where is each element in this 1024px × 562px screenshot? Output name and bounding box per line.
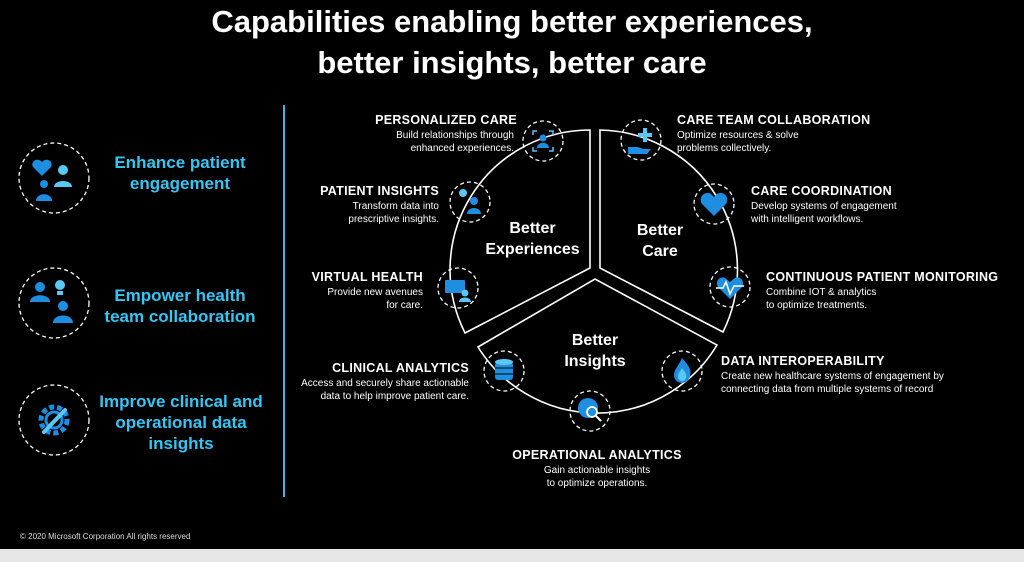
sector-label-line: Experiences: [485, 241, 580, 258]
hand-plus-icon: [620, 119, 662, 161]
personalized-care-title: PERSONALIZED CARE: [375, 113, 517, 127]
section-divider: [283, 105, 285, 497]
left-item-enhance-engagement: Enhance patient engagement: [100, 152, 260, 194]
lightbulb-person-icon: [449, 181, 491, 223]
left-item-line: Improve clinical and: [99, 392, 263, 411]
clinical-analytics-desc-2: data to help improve patient care.: [320, 391, 469, 402]
flame-icon: [661, 350, 703, 392]
left-item-line: insights: [148, 434, 214, 453]
care-team-collaboration-title: CARE TEAM COLLABORATION: [677, 113, 871, 127]
continuous-monitoring-desc-1: Combine IOT & analytics: [766, 287, 877, 298]
globe-magnifier-icon: [569, 390, 611, 432]
focus-person-icon: [522, 120, 564, 162]
sector-label-insights: Better Insights: [549, 330, 641, 372]
sector-label-line: Better: [636, 222, 684, 239]
copyright-footer: © 2020 Microsoft Corporation All rights …: [20, 532, 191, 541]
patient-insights-desc-2: prescriptive insights.: [348, 214, 439, 225]
health-team-icon: [18, 267, 90, 339]
personalized-care-desc-2: enhanced experiences.: [410, 143, 514, 154]
insights-sector-outline: [476, 278, 719, 414]
care-coordination-desc-2: with intelligent workflows.: [751, 214, 864, 225]
patient-engagement-icon: [18, 142, 90, 214]
heart-icon: [693, 183, 735, 225]
data-interoperability-desc-1: Create new healthcare systems of engagem…: [721, 371, 944, 382]
sector-label-line: Better: [571, 332, 619, 349]
sector-label-experiences: Better Experiences: [470, 218, 595, 260]
left-item-improve-insights: Improve clinical and operational data in…: [92, 391, 270, 454]
page-title-line-1: Capabilities enabling better experiences…: [211, 4, 813, 39]
left-item-line: Empower health: [114, 286, 246, 305]
left-item-line: Enhance patient: [114, 153, 246, 172]
sector-label-line: Better: [509, 220, 556, 237]
care-coordination-desc-1: Develop systems of engagement: [751, 201, 897, 212]
left-item-line: team collaboration: [104, 307, 256, 326]
care-coordination-title: CARE COORDINATION: [751, 184, 892, 198]
left-item-line: engagement: [129, 174, 231, 193]
continuous-monitoring-desc-2: to optimize treatments.: [766, 300, 868, 311]
patient-insights-desc-1: Transform data into: [352, 201, 439, 212]
virtual-health-desc-1: Provide new avenues: [327, 287, 423, 298]
patient-insights-title: PATIENT INSIGHTS: [320, 184, 439, 198]
database-icon: [483, 350, 525, 392]
left-item-line: operational data: [115, 413, 247, 432]
left-item-empower-team: Empower health team collaboration: [100, 285, 260, 327]
care-team-collaboration-desc-1: Optimize resources & solve: [677, 130, 799, 141]
data-interoperability-title: DATA INTEROPERABILITY: [721, 354, 885, 368]
page-title-line-2: better insights, better care: [317, 45, 707, 80]
operational-analytics-title: OPERATIONAL ANALYTICS: [512, 448, 682, 462]
video-call-icon: [437, 267, 479, 309]
clinical-analytics-title: CLINICAL ANALYTICS: [332, 361, 469, 375]
sector-label-line: Insights: [564, 353, 626, 370]
virtual-health-desc-2: for care.: [386, 300, 423, 311]
data-interoperability-desc-2: connecting data from multiple systems of…: [721, 384, 934, 395]
operational-analytics-desc-2: to optimize operations.: [546, 478, 648, 489]
continuous-monitoring-title: CONTINUOUS PATIENT MONITORING: [766, 270, 999, 284]
virtual-health-title: VIRTUAL HEALTH: [311, 270, 423, 284]
bottom-bar: [0, 549, 1024, 562]
care-team-collaboration-desc-2: problems collectively.: [677, 143, 772, 154]
sector-label-line: Care: [642, 243, 678, 260]
personalized-care-desc-1: Build relationships through: [396, 130, 514, 141]
sector-label-care: Better Care: [615, 220, 705, 262]
clinical-analytics-desc-1: Access and securely share actionable: [301, 378, 469, 389]
heartbeat-icon: [709, 266, 751, 308]
gear-wrench-icon: [18, 384, 90, 456]
operational-analytics-desc-1: Gain actionable insights: [543, 465, 651, 476]
